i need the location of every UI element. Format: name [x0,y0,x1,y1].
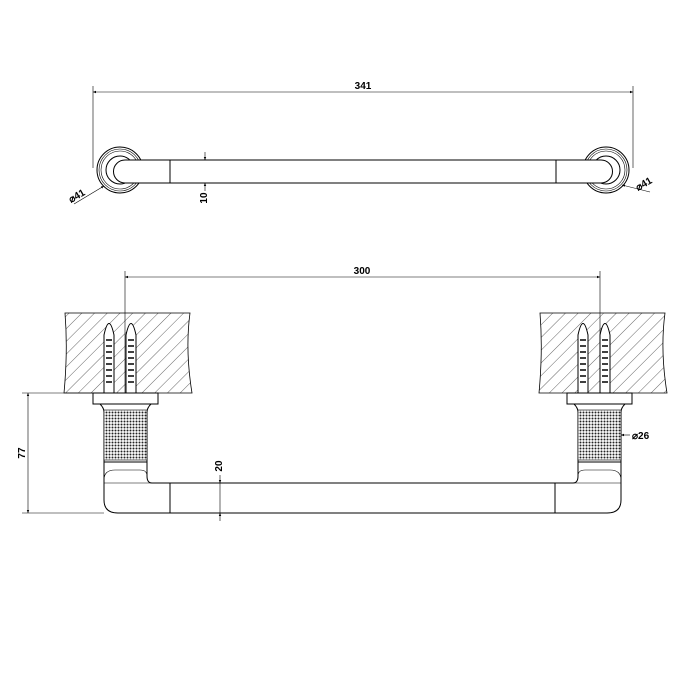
knurled-grip-right [577,409,622,461]
bracket-left [92,392,171,514]
dim-overall-length: 341 [355,81,372,92]
dim-center-distance: 300 [354,266,371,277]
towel-bar-front [169,482,556,514]
leader-line [621,184,651,193]
front-view: 300 [17,266,668,521]
bracket-right [554,392,633,514]
dim-projection: 77 [17,447,28,459]
wall-plugs-right [577,323,611,394]
dim-bar-height: 20 [214,460,225,472]
knurled-grip-left [103,409,148,461]
towel-bar-top [113,159,613,184]
dim-knurl-diameter: ⌀26 [632,431,650,442]
leader-line [73,185,105,205]
wall-plugs-left [103,323,137,394]
dim-rosette-left: ⌀41 [67,187,88,205]
top-view: 341 10 ⌀41 ⌀41 [67,81,655,206]
dim-bar-thickness: 10 [199,192,210,204]
